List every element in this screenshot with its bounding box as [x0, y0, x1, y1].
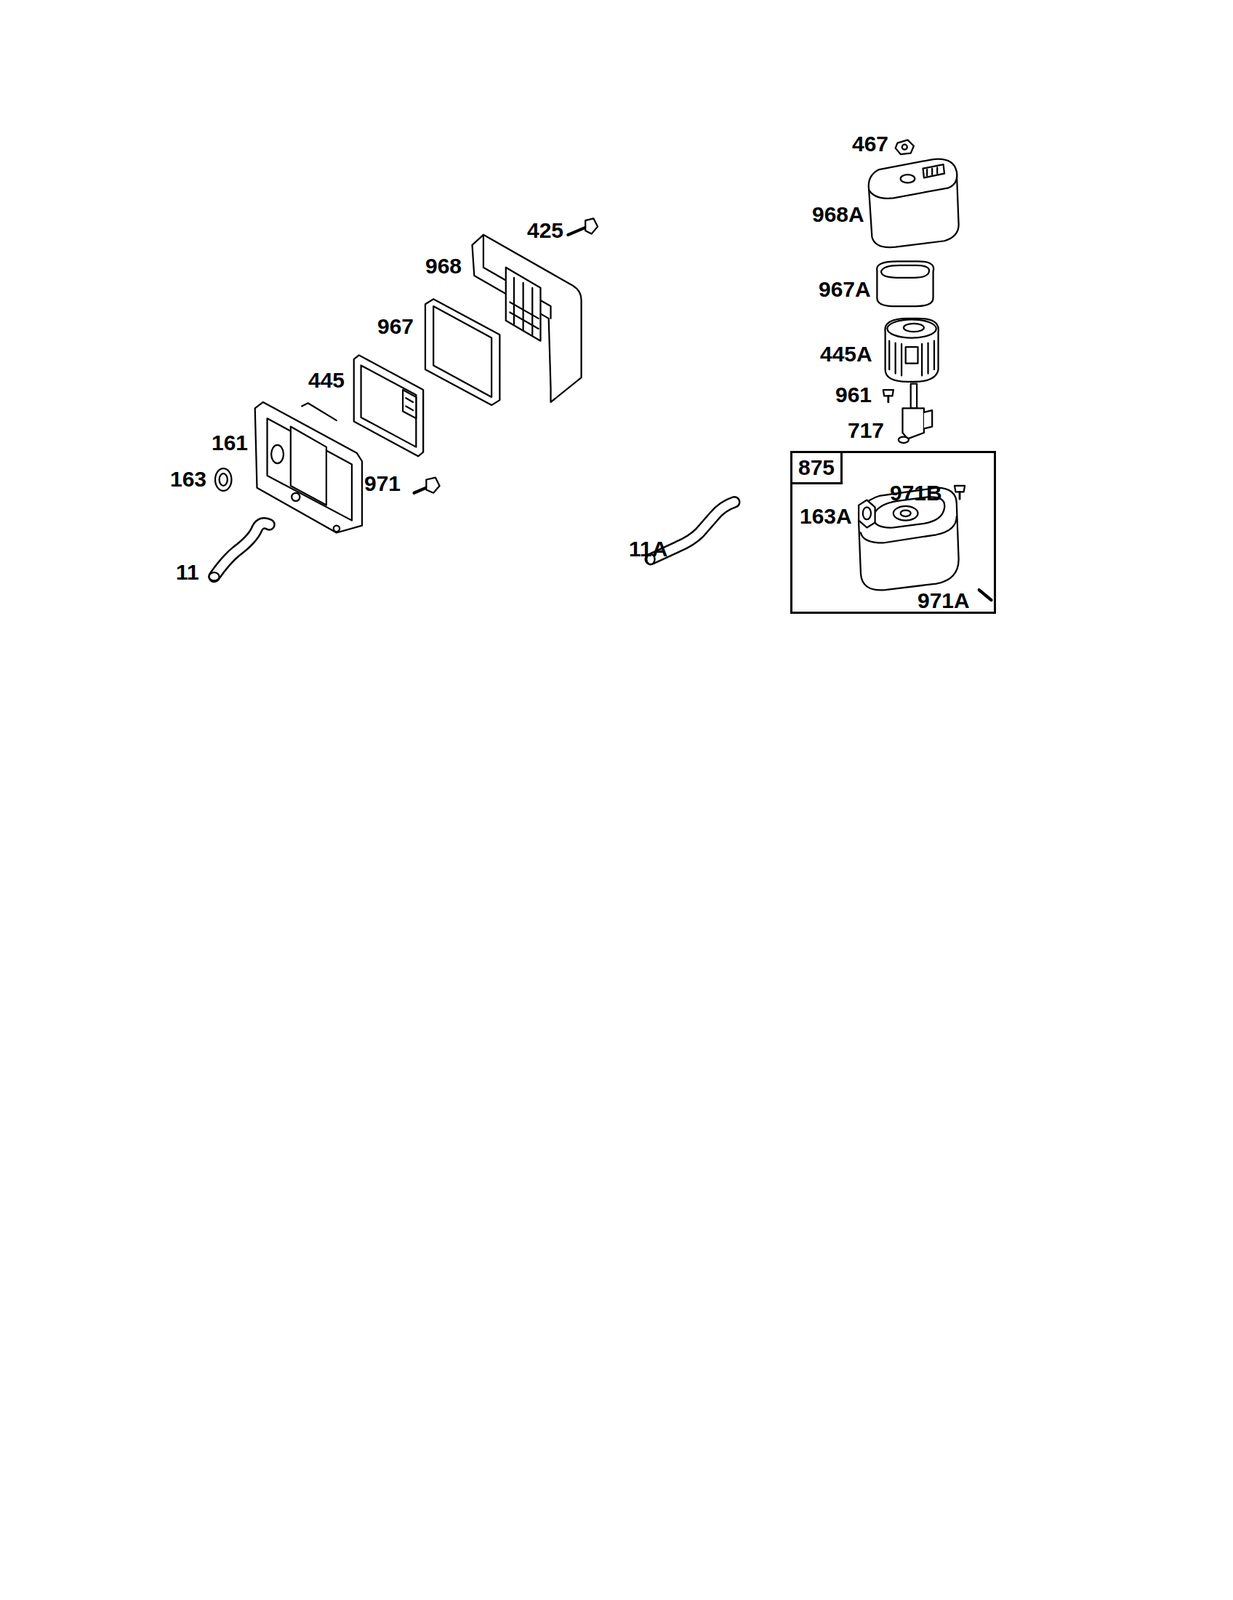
callout-number: 445A	[820, 343, 873, 365]
callout-number: 967	[377, 315, 414, 338]
callout-number: 968	[425, 255, 462, 277]
screw	[954, 485, 965, 499]
callout-number: 971	[364, 472, 401, 495]
breather-tube	[209, 522, 270, 581]
wing-nut	[895, 139, 914, 155]
callout-number: 968A	[812, 203, 865, 226]
callout-number: 971B	[889, 482, 943, 504]
air-filter	[884, 318, 938, 382]
callout-number: 467	[852, 133, 889, 155]
callout-number: 445	[308, 369, 345, 392]
callout-number: 967A	[818, 278, 871, 301]
screw	[883, 389, 894, 403]
gasket	[858, 500, 875, 528]
callout-number: 11A	[628, 537, 668, 560]
air-cleaner-cover	[868, 159, 959, 248]
callout-number: 11	[175, 561, 200, 584]
callout-number: 425	[527, 219, 564, 242]
air-filter	[354, 354, 424, 456]
callout-number: 717	[847, 419, 885, 442]
callout-number: 961	[835, 383, 872, 406]
pin	[979, 589, 992, 600]
callout-number: 163	[170, 468, 207, 491]
screw	[567, 218, 598, 235]
callout-number: 161	[211, 431, 248, 454]
pre-cleaner	[876, 260, 934, 307]
kit-number: 875	[792, 452, 843, 485]
pre-cleaner	[425, 298, 500, 405]
callout-number: 163A	[799, 505, 853, 528]
bracket	[898, 383, 933, 443]
air-cleaner-base	[255, 402, 363, 533]
screw	[414, 477, 440, 493]
gasket	[215, 468, 232, 491]
callout-number: 971A	[917, 589, 970, 612]
